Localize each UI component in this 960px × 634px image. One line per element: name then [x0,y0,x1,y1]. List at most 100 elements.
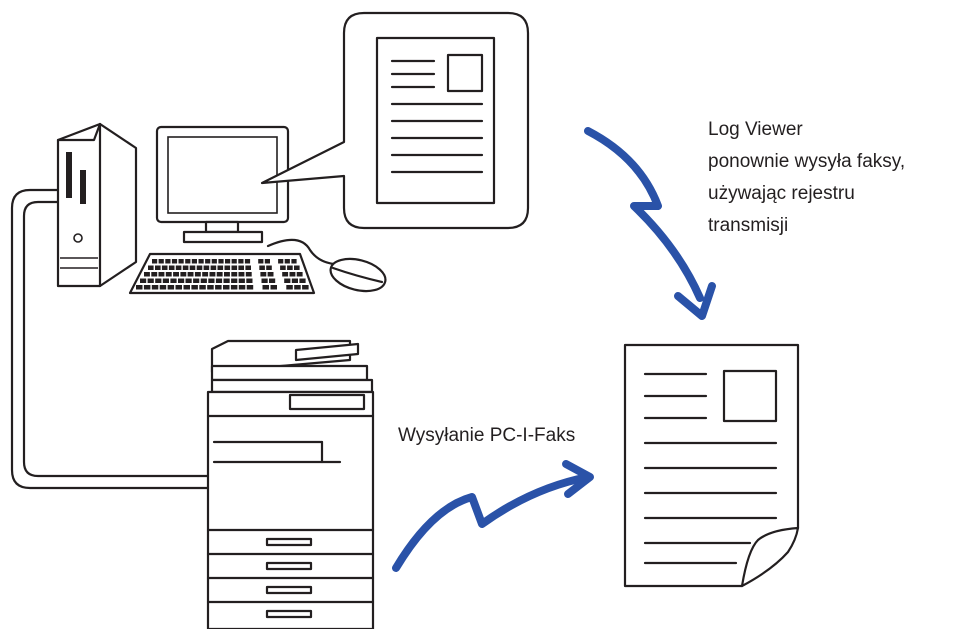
keyboard-key [231,278,238,283]
keyboard-key [155,278,162,283]
keyboard-key [191,285,198,290]
keyboard-key [238,285,246,290]
keyboard-key [144,272,150,277]
keyboard-key [258,259,264,264]
log-viewer-line: używając rejestru [708,183,855,204]
keyboard-key [158,272,165,277]
printer-mfp-icon [206,339,375,631]
keyboard-key [194,272,201,277]
keyboard-key [191,259,197,264]
keyboard-key [193,278,200,283]
keyboard-key [161,265,168,270]
keyboard-key [223,278,230,283]
keyboard-key [244,259,251,264]
keyboard-key [211,259,217,264]
keyboard-key [238,278,245,283]
keyboard-key [178,278,185,283]
keyboard-key [260,272,267,277]
keyboard-key [238,259,244,264]
keyboard-key [200,278,207,283]
keyboard-key [140,278,147,283]
keyboard-key [286,285,293,290]
keyboard-key [270,285,277,290]
keyboard-key [159,285,167,290]
log-viewer-line: Log Viewer [708,119,803,140]
keyboard-key [246,285,254,290]
mouse-icon [266,238,387,293]
monitor-icon [155,125,290,244]
keyboard-key [189,265,196,270]
keyboard-key [171,259,178,264]
keyboard-key [205,259,211,264]
keyboard-key [170,278,177,283]
keyboard-key [185,278,192,283]
keyboard-key [278,259,284,264]
keyboard-key [262,285,269,290]
keyboard-key [198,259,204,264]
log-viewer-line: transmisji [708,215,788,236]
keyboard-key [291,259,297,264]
keyboard-key [151,285,159,290]
keyboard-key [162,278,169,283]
keyboard-key [143,285,151,290]
lightning-arrow-icon [392,460,594,572]
keyboard-key [147,278,154,283]
keyboard-key [245,265,251,270]
pc-tower-icon [56,122,138,288]
keyboard-key [245,272,252,277]
keyboard-key [223,285,230,290]
keyboard-key [225,259,231,264]
keyboard-key [296,272,303,277]
keyboard-key [182,265,189,270]
keyboard-key [167,285,175,290]
keyboard-key [289,272,296,277]
keyboard-key [207,285,214,290]
keyboard-key [217,265,224,270]
keyboard-key [209,272,216,277]
keyboard-key [215,285,222,290]
keyboard-key [183,285,190,290]
keyboard-key [210,265,217,270]
keyboard-key [267,272,274,277]
keyboard-key [291,278,298,283]
keyboard-key [175,265,182,270]
network-cable [10,188,212,490]
keyboard-key [215,278,223,283]
keyboard-key [231,272,238,277]
keyboard-key [187,272,194,277]
keyboard-key [180,272,187,277]
keyboard-key [158,259,164,264]
keyboard-key [246,278,253,283]
keyboard-key [199,285,206,290]
keyboard-key [202,272,209,277]
keyboard-key [284,259,290,264]
keyboard-key [266,265,272,270]
fax-document-icon [623,343,800,588]
keyboard-key [284,278,291,283]
keyboard-key [231,265,238,270]
keyboard-key [261,278,268,283]
keyboard-key [155,265,161,270]
keyboard-key [216,272,223,277]
keyboard-key [269,278,276,283]
pc-fax-label: Wysyłanie PC-I-Faks [398,425,575,446]
speech-bubble-document-icon [260,11,530,230]
keyboard-key [208,278,215,283]
keyboard-key [165,272,172,277]
keyboard-key [165,259,171,264]
keyboard-key [196,265,203,270]
keyboard-key [302,285,309,290]
keyboard-key [294,265,300,270]
lightning-arrow-icon [584,127,716,320]
keyboard-key [299,278,306,283]
keyboard-icon [128,252,316,295]
keyboard-key [230,285,238,290]
keyboard-key [280,265,286,270]
keyboard-key [203,265,210,270]
keyboard-key [287,265,293,270]
keyboard-key [185,259,191,264]
keyboard-key [148,265,154,270]
log-viewer-line: ponownie wysyła faksy, [708,151,905,172]
keyboard-key [224,272,230,277]
